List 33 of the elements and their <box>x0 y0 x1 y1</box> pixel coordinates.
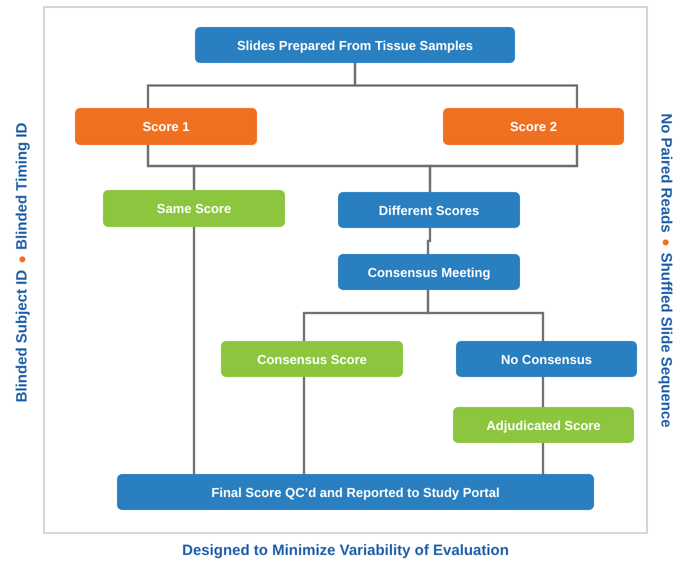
box-label: Same Score <box>156 201 232 216</box>
process-box <box>221 341 403 377</box>
process-box <box>338 254 520 290</box>
connector-line <box>192 227 196 474</box>
caption: Designed to Minimize Variability of Evaluation <box>182 542 509 559</box>
connector-line <box>354 63 578 108</box>
box-label: Consensus Score <box>257 352 367 366</box>
process-box <box>453 407 634 443</box>
connector-line <box>542 443 544 474</box>
process-box <box>103 190 285 227</box>
process-box <box>75 108 257 145</box>
box-label: Different Scores <box>378 202 480 218</box>
box-label: Final Score QC’d and Reported to Study Portal <box>211 484 500 500</box>
process-box <box>338 192 520 228</box>
connector-line <box>428 145 578 192</box>
connector-line <box>302 377 306 474</box>
side-note: Blinded Subject ID <box>13 269 30 402</box>
side-note: Shuffled Slide Sequence <box>658 252 675 428</box>
side-note: Blinded Timing ID <box>13 122 30 250</box>
box-label: Score 2 <box>510 119 557 134</box>
box-label: Consensus Meeting <box>368 264 490 280</box>
process-box <box>456 341 637 377</box>
process-box <box>117 474 594 510</box>
side-note: No Paired Reads <box>658 112 675 232</box>
connector-line <box>426 228 432 254</box>
box-label: Adjudicated Score <box>486 418 601 432</box>
box-label: Slides Prepared From Tissue Samples <box>236 38 474 52</box>
process-box <box>443 108 624 145</box>
connector-line <box>426 290 544 341</box>
connector-line <box>542 377 544 407</box>
box-label: No Consensus <box>500 352 592 366</box>
box-label: Score 1 <box>142 119 190 134</box>
process-box <box>195 27 515 63</box>
